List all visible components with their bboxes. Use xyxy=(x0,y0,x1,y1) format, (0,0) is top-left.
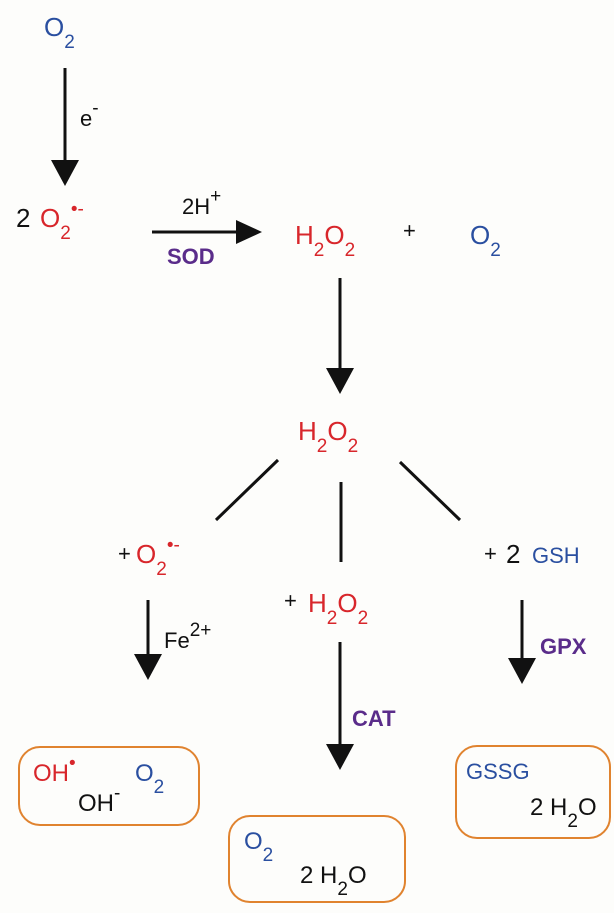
catalase-enzyme-label: CAT xyxy=(352,706,396,731)
arrow-fenton xyxy=(134,600,162,680)
iron-catalyst-label: Fe2+ xyxy=(164,620,212,653)
superoxide-left-branch: O2•- xyxy=(136,535,180,580)
oxygen-fenton-product: O2 xyxy=(135,760,165,798)
arrow-gpx xyxy=(508,600,536,684)
arrow-h2o2-down xyxy=(326,278,354,394)
glutathione-disulfide: GSSG xyxy=(466,759,530,784)
hydrogen-peroxide-center: H2O2 xyxy=(298,416,359,457)
oxygen-catalase-product: O2 xyxy=(244,828,274,866)
fenton-products-box xyxy=(18,746,200,826)
oxygen-product: O2 xyxy=(470,220,501,261)
superoxide-radical: O2•- xyxy=(40,199,84,244)
catalase-products-box xyxy=(228,815,406,903)
proton-label: 2H+ xyxy=(182,186,222,219)
water-gpx-product: 2 H2O xyxy=(530,794,597,832)
hydroxide-ion: OH- xyxy=(78,783,121,817)
glutathione-coefficient: 2 xyxy=(506,539,521,569)
water-catalase-product: 2 H2O xyxy=(300,862,367,900)
branch-line-left xyxy=(214,458,280,522)
branch-line-right xyxy=(398,460,462,522)
plus-sign-middle: + xyxy=(284,588,297,613)
plus-sign-row1: + xyxy=(403,218,416,243)
superoxide-coefficient: 2 xyxy=(16,203,31,233)
plus-sign-right: + xyxy=(484,541,497,566)
plus-sign-left: + xyxy=(118,541,131,566)
gpx-enzyme-label: GPX xyxy=(540,634,587,659)
hydroxyl-radical: OH• xyxy=(33,753,76,787)
arrow-electron-reduction xyxy=(51,68,79,186)
hydrogen-peroxide-middle: H2O2 xyxy=(308,588,369,629)
sod-enzyme-label: SOD xyxy=(167,244,215,269)
hydrogen-peroxide-product: H2O2 xyxy=(295,220,356,261)
glutathione-reduced: GSH xyxy=(532,543,580,568)
arrow-catalase xyxy=(326,642,354,770)
electron-label: e- xyxy=(80,98,99,131)
gpx-products-box xyxy=(455,745,611,839)
oxygen-top: O2 xyxy=(44,12,75,53)
arrow-sod xyxy=(152,220,262,244)
